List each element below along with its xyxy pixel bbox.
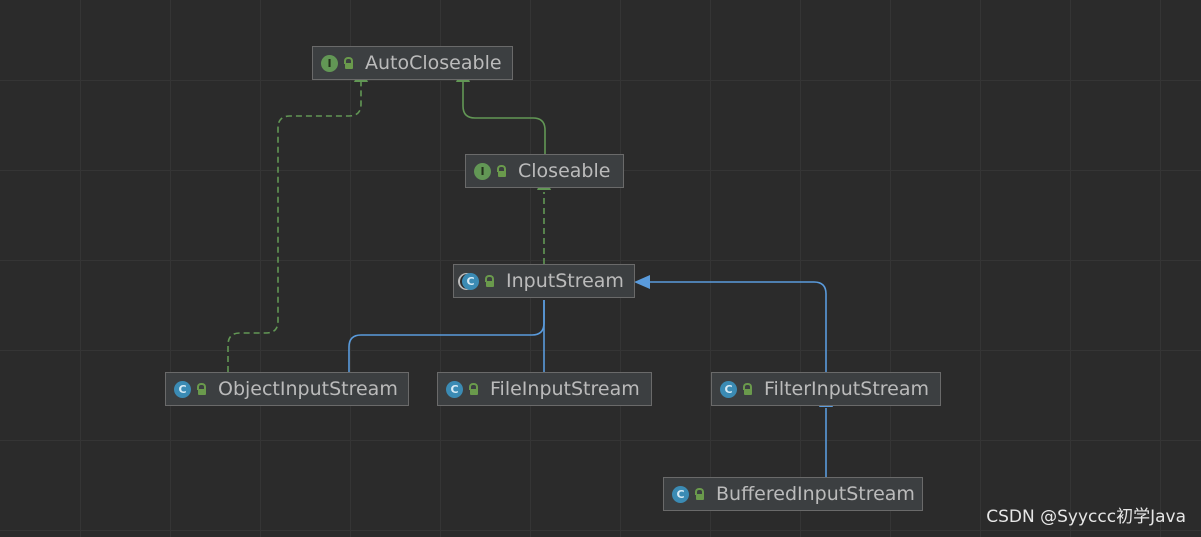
public-lock-icon bbox=[496, 165, 506, 177]
node-label: Closeable bbox=[518, 160, 611, 182]
public-lock-icon bbox=[742, 383, 752, 395]
class-icon: C bbox=[446, 380, 463, 398]
public-lock-icon bbox=[468, 383, 478, 395]
public-lock-icon bbox=[484, 275, 494, 287]
arrowhead-filterinputstream-to-inputstream bbox=[634, 275, 650, 289]
node-bufferedinputstream[interactable]: C BufferedInputStream bbox=[663, 477, 923, 511]
node-label: FileInputStream bbox=[490, 378, 640, 400]
watermark: CSDN @Syyccc初学Java bbox=[986, 507, 1186, 527]
interface-icon: I bbox=[321, 54, 338, 72]
node-fileinputstream[interactable]: C FileInputStream bbox=[437, 372, 652, 406]
edge-filterinputstream-to-inputstream bbox=[637, 281, 827, 372]
node-filterinputstream[interactable]: C FilterInputStream bbox=[711, 372, 941, 406]
class-icon: C bbox=[174, 380, 191, 398]
class-icon: C bbox=[720, 380, 737, 398]
node-closeable[interactable]: I Closeable bbox=[465, 154, 624, 188]
node-inputstream[interactable]: C InputStream bbox=[453, 264, 635, 298]
node-label: AutoCloseable bbox=[365, 52, 502, 74]
interface-icon: I bbox=[474, 162, 491, 180]
public-lock-icon bbox=[343, 57, 353, 69]
public-lock-icon bbox=[196, 383, 206, 395]
node-label: ObjectInputStream bbox=[218, 378, 398, 400]
node-label: FilterInputStream bbox=[764, 378, 929, 400]
node-label: InputStream bbox=[506, 270, 624, 292]
node-label: BufferedInputStream bbox=[716, 483, 915, 505]
node-objectinputstream[interactable]: C ObjectInputStream bbox=[165, 372, 409, 406]
edge-closeable-to-autocloseable bbox=[462, 82, 546, 154]
node-autocloseable[interactable]: I AutoCloseable bbox=[312, 46, 513, 80]
abstract-class-icon: C bbox=[462, 272, 479, 290]
edge-objectinputstream-to-inputstream bbox=[348, 300, 545, 372]
class-icon: C bbox=[672, 485, 689, 503]
public-lock-icon bbox=[694, 488, 704, 500]
edge-objectinputstream-to-autocloseable bbox=[227, 82, 362, 372]
